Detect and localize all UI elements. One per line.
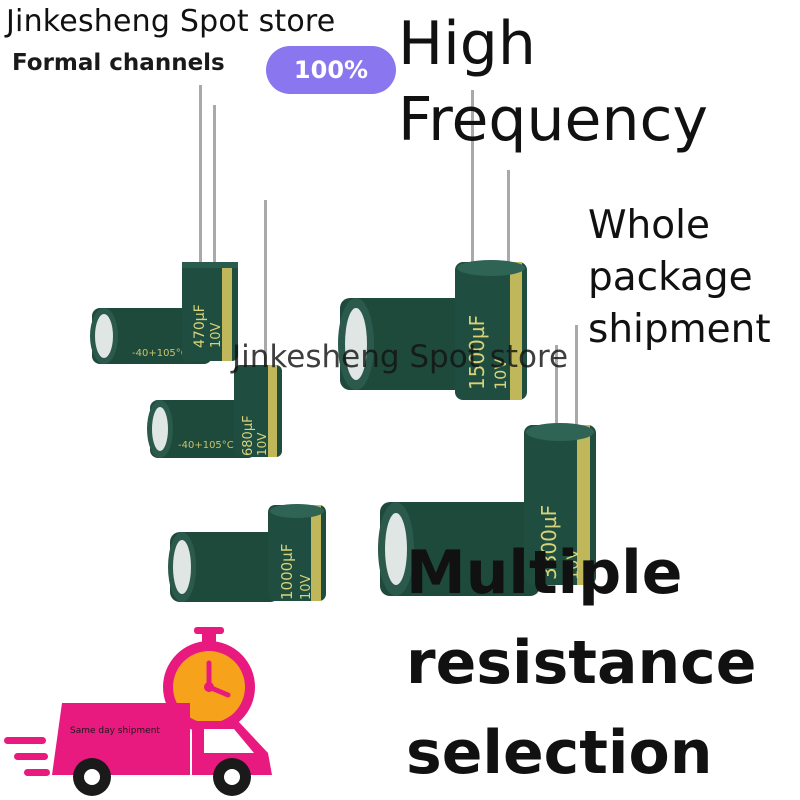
capacitor-680uf-voltage: 10V [255,432,269,456]
capacitor-470uf-temp: -40+105°C [132,348,188,359]
capacitor-1000uf: 1000µF 10V [168,504,326,602]
store-title: Jinkesheng Spot store [6,4,336,39]
capacitor-3300uf-label: 3300µF [537,505,561,580]
capacitor-1000uf-label: 1000µF [278,544,296,600]
headline-line-1: High [398,9,536,79]
shipment-note: Whole package shipment [588,200,771,356]
authenticity-badge: 100% [266,46,396,94]
shipment-note-line-3: shipment [588,307,771,352]
capacitor-470uf: -40+105°C 470µF 10V [90,85,238,364]
capacitor-680uf-label: 680µF [241,415,256,456]
capacitor-680uf: -40+105°C 680µF 10V [147,200,282,458]
speed-line [14,753,48,760]
delivery-truck-icon: Same day shipment [4,627,272,796]
store-watermark: Jinkesheng Spot store [232,339,569,375]
shipment-note-line-1: Whole [588,203,710,248]
truck-label: Same day shipment [70,726,160,736]
selection-text-line-2: resistance [406,628,757,698]
capacitor-3300uf-voltage: 10V [563,549,582,580]
capacitor-3300uf: 3300µF 10V [378,325,596,596]
capacitor-1500uf-label: 1500µF [465,315,489,390]
formal-channels-label: Formal channels [12,50,225,76]
badge-label: 100% [293,56,369,84]
selection-text: Multiple resistance selection [406,528,756,798]
capacitor-470uf-voltage: 10V [209,322,224,348]
capacitor-1500uf-voltage: 10V [491,359,510,390]
selection-text-line-3: selection [406,718,713,788]
headline: High Frequency [398,6,708,158]
capacitor-1500uf: 1500µF 10V [338,90,527,400]
headline-line-2: Frequency [398,85,708,155]
selection-text-line-1: Multiple [406,538,683,608]
capacitor-470uf-label: 470µF [192,304,208,348]
speed-line [24,769,50,776]
shipment-note-line-2: package [588,255,753,300]
speed-line [4,737,46,744]
capacitor-680uf-temp: -40+105°C [178,440,234,451]
capacitor-1000uf-voltage: 10V [299,574,314,600]
